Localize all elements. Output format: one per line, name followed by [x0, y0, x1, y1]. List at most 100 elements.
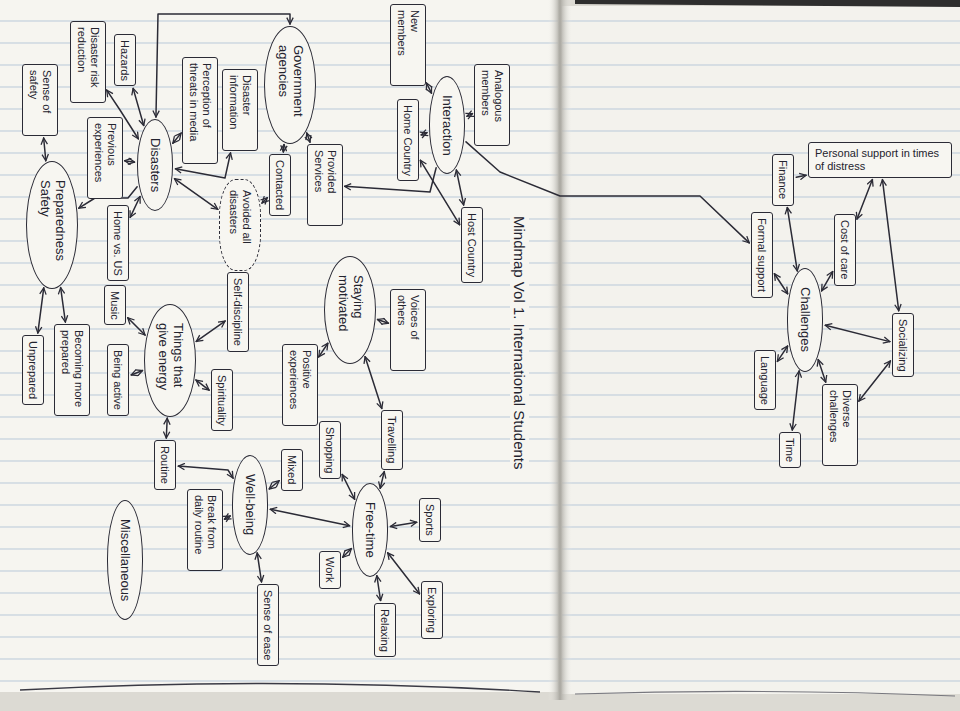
node-text: Positive experiences	[287, 350, 312, 420]
page-title: Mindmap Vol 1. International Students	[510, 214, 529, 472]
node-text: Analogous members	[479, 70, 504, 140]
topic-oval: Preparedness Safety	[26, 161, 78, 289]
subtopic-box: Diverse challenges	[822, 384, 857, 466]
connector	[125, 161, 135, 162]
connector	[466, 142, 749, 243]
node-text: Miscellaneous	[118, 519, 133, 601]
ruled-lines	[0, 0, 558, 692]
connector	[777, 346, 787, 361]
node-text: Voices of others	[395, 295, 420, 365]
node-text: Being active	[112, 350, 125, 410]
connector	[196, 321, 225, 341]
right-page	[562, 6, 960, 694]
connector	[825, 325, 889, 341]
subtopic-box: Music	[104, 285, 127, 326]
connector	[857, 180, 872, 220]
connector	[467, 114, 472, 116]
node-text: Routine	[159, 446, 172, 484]
node-text: Shopping	[324, 427, 337, 474]
node-text: Challenges	[798, 287, 813, 352]
connector	[224, 516, 230, 519]
subtopic-box: Host Country	[461, 207, 484, 283]
node-text: Unprepared	[27, 341, 40, 399]
connector	[61, 288, 66, 322]
node-text: Previous experiences	[92, 123, 117, 193]
node-text: Self-discipline	[232, 278, 245, 346]
node-text: Well-being	[243, 474, 258, 535]
connector	[792, 371, 799, 430]
node-text: Break from daily routine	[192, 495, 217, 565]
topic-oval: Staying motivated	[324, 256, 376, 364]
node-text: New members	[395, 10, 420, 80]
subtopic-box: Exploring	[421, 581, 444, 639]
node-text: Sense of ease	[262, 590, 275, 660]
subtopic-box: Analogous members	[474, 64, 509, 146]
topic-oval: Free-time	[352, 483, 389, 577]
topic-oval: Well-being	[232, 455, 269, 554]
subtopic-box: Sense of safety	[22, 64, 57, 136]
page-shadow	[575, 0, 960, 7]
connector	[377, 319, 388, 323]
title-text: Mindmap Vol 1. International Students	[511, 216, 528, 470]
node-text: Relaxing	[379, 609, 392, 652]
node-text: Travelling	[386, 416, 399, 463]
page-edge	[20, 683, 540, 692]
subtopic-box: Sense of ease	[257, 584, 280, 666]
connector	[196, 380, 209, 390]
connector	[173, 133, 181, 143]
connector	[822, 272, 833, 291]
subtopic-box: Being active	[107, 344, 130, 416]
connector	[133, 88, 144, 125]
subtopic-box: Home vs. US	[107, 205, 130, 282]
node-text: Perception of threats in media	[187, 63, 212, 158]
connector	[307, 133, 310, 142]
node-text: Contacted	[274, 160, 287, 210]
node-text: Language	[759, 356, 772, 405]
subtopic-box: Time	[779, 432, 802, 468]
ruled-lines	[562, 6, 960, 694]
node-text: Formal support	[756, 218, 769, 292]
subtopic-box: Positive experiences	[282, 344, 317, 426]
topic-oval: Government agencies	[264, 26, 316, 144]
node-text: Becoming more prepared	[59, 330, 84, 410]
subtopic-box: Cost of care	[834, 214, 857, 285]
connector	[818, 360, 825, 382]
connector	[388, 553, 420, 594]
topic-oval: Disasters	[137, 119, 174, 211]
subtopic-box: Break from daily routine	[187, 489, 222, 571]
connector	[130, 197, 140, 218]
node-text: Hazards	[119, 40, 132, 81]
connector	[343, 549, 352, 558]
node-text: Disaster risk reduction	[75, 27, 100, 97]
subtopic-box: Unprepared	[22, 335, 45, 405]
subtopic-box: Provided Services	[307, 144, 342, 226]
node-text: Interaction	[440, 95, 455, 156]
cloud-box: Avoided all disasters	[219, 179, 260, 271]
subtopic-box: Self-discipline	[227, 272, 250, 352]
node-text: Mixed	[286, 455, 299, 484]
connector	[365, 357, 382, 409]
connector	[859, 361, 891, 401]
connector	[283, 145, 285, 152]
subtopic-box: Routine	[154, 440, 177, 490]
subtopic-box: Relaxing	[374, 603, 397, 658]
connector	[787, 208, 797, 271]
connector	[796, 175, 806, 177]
node-text: Free-time	[363, 502, 378, 558]
connector	[174, 179, 217, 210]
subtopic-box: Shopping	[319, 421, 342, 480]
connector	[131, 371, 142, 375]
node-text: Preparedness Safety	[37, 180, 67, 270]
connector	[262, 198, 267, 203]
topic-oval: Interaction	[429, 76, 466, 175]
subtopic-box: Sports	[419, 498, 442, 542]
connector	[456, 170, 463, 205]
subtopic-box: Disaster risk reduction	[70, 21, 105, 103]
node-text: Home Country	[402, 105, 415, 176]
connector	[44, 138, 46, 161]
subtopic-box: Personal support in times of distress	[808, 142, 952, 177]
subtopic-box: Spirituality	[211, 369, 234, 432]
